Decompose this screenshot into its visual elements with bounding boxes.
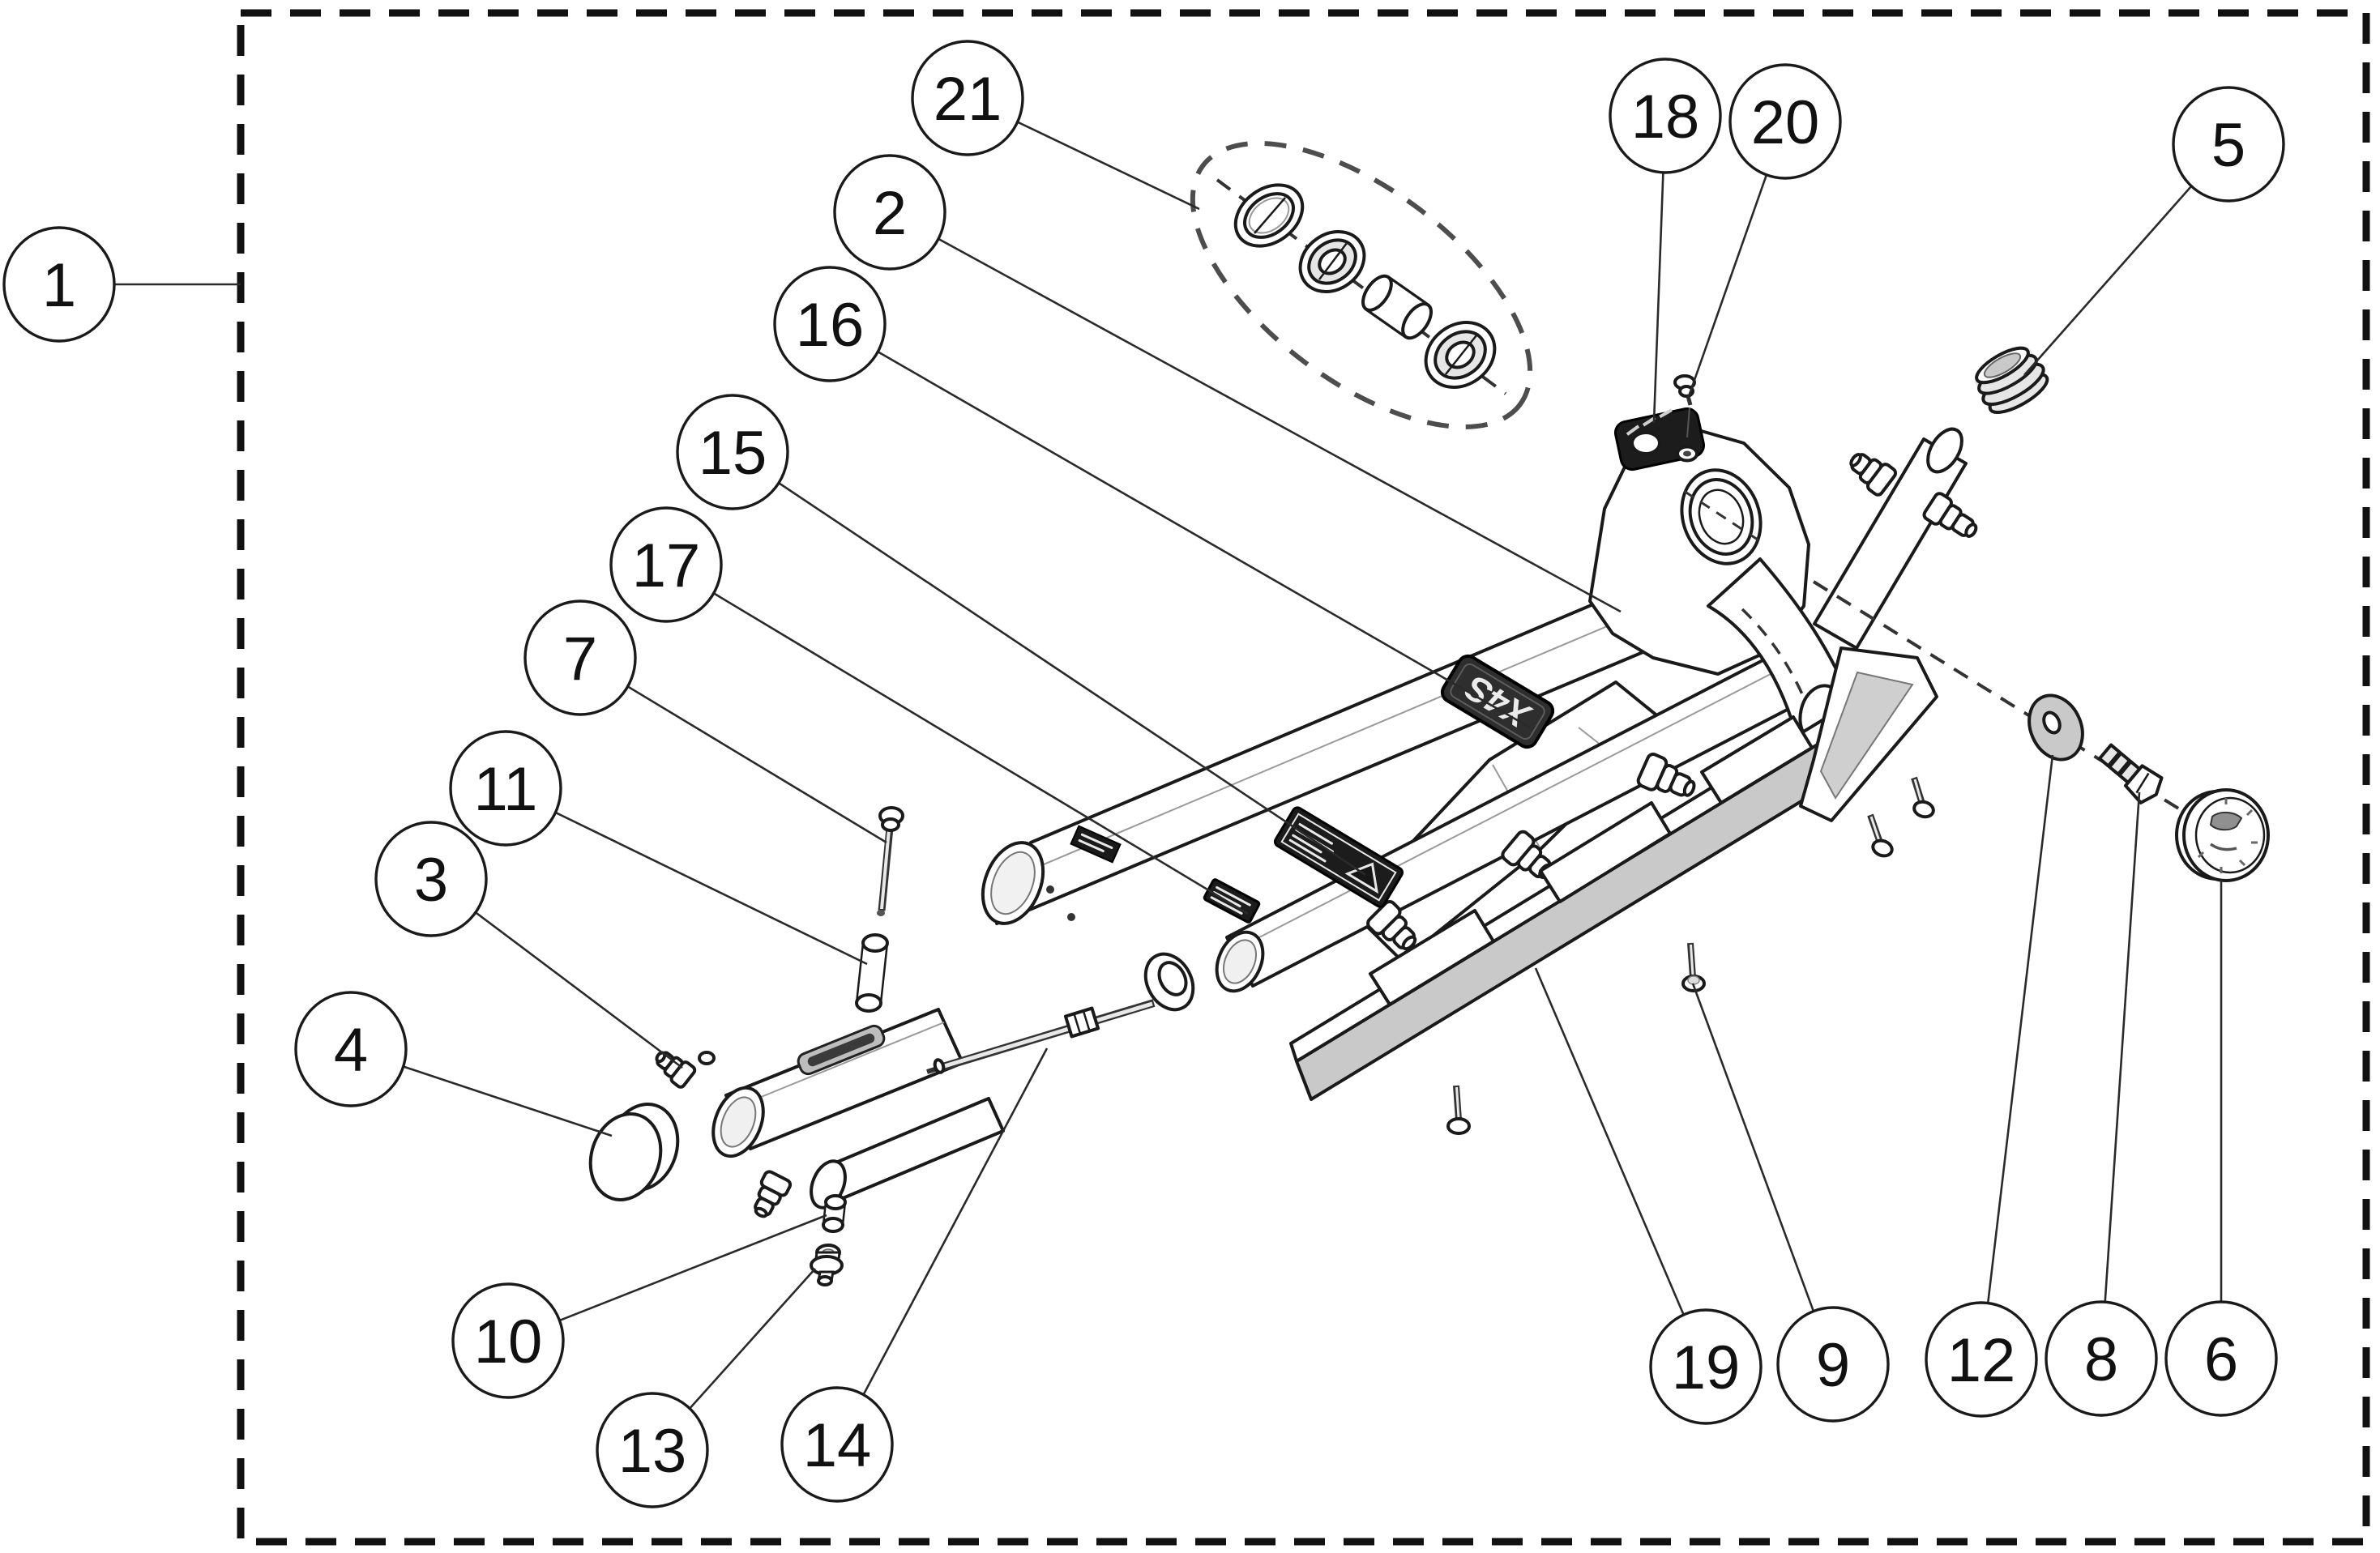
- bearing-kit-dashed-ellipse: [1190, 141, 1533, 429]
- callout-number-4: 4: [334, 1016, 368, 1085]
- callout-circle-8: [2045, 1300, 2158, 1417]
- callout-layer: 1 21 216 15 17 7 11 3 4 10 13 14 18 20 5 19 9 12 8 6: [2, 40, 2285, 1508]
- bearing-kit-group: [1190, 141, 1533, 429]
- leader-line-19: [1534, 967, 1707, 1367]
- callout-circle-21: [911, 40, 1024, 156]
- mounting-screw: [1446, 1085, 1471, 1135]
- frame-nipple-fitting: [1366, 900, 1417, 951]
- callout-circle-13: [596, 1392, 709, 1508]
- leader-line-9: [1691, 983, 1835, 1365]
- leader-line-8: [2100, 791, 2141, 1359]
- linkage-tube-assembly: [655, 1008, 1005, 1218]
- callout-number-15: 15: [699, 419, 767, 488]
- serial-label: [1070, 825, 1122, 864]
- callout-circle-3: [374, 821, 488, 937]
- callout-circle-10: [451, 1282, 565, 1399]
- small-decal: [1203, 878, 1261, 924]
- callout-number-20: 20: [1751, 88, 1820, 157]
- head-tube-bore: [1680, 468, 1763, 565]
- callout-number-12: 12: [1947, 1326, 2016, 1395]
- rear-crossbar: [1813, 427, 1978, 650]
- chain-guide-bracket: [1799, 646, 1938, 822]
- leader-line-2: [889, 211, 1622, 613]
- leader-line-15: [732, 450, 1366, 877]
- callout-number-5: 5: [2211, 111, 2245, 180]
- skid-rail: [1289, 689, 1892, 1101]
- callout-circle-1: [2, 226, 116, 343]
- callout-circle-2: [833, 154, 946, 271]
- instrument-pod: [1614, 407, 1705, 471]
- callout-circle-18: [1609, 58, 1722, 174]
- callout-number-14: 14: [803, 1411, 872, 1480]
- leader-line-10: [507, 1214, 827, 1342]
- linkage-port-lower: [754, 1170, 793, 1218]
- leader-line-16: [829, 322, 1531, 729]
- callout-circle-7: [523, 599, 637, 716]
- mounting-screw: [1867, 813, 1894, 858]
- mounting-screw: [1911, 776, 1935, 819]
- bearing-upper: [1298, 230, 1366, 293]
- leader-line-14: [835, 1047, 1049, 1445]
- flanged-nut: [810, 1244, 844, 1286]
- callout-circle-15: [676, 394, 789, 510]
- crossbar-nipple-down: [1922, 492, 1978, 538]
- callout-circle-4: [294, 991, 408, 1107]
- callout-circle-5: [2172, 86, 2285, 203]
- crossbar-nipple-up: [1849, 453, 1898, 497]
- callout-circle-19: [1649, 1308, 1763, 1425]
- callout-circle-14: [780, 1386, 894, 1503]
- leader-line-12: [1980, 754, 2054, 1360]
- callout-circle-17: [609, 506, 723, 623]
- callout-number-11: 11: [474, 755, 538, 824]
- frame-nipple-fitting: [1636, 753, 1696, 797]
- front-linkage-group: [588, 806, 1195, 1286]
- pivot-bolt: [2097, 743, 2164, 804]
- callout-number-16: 16: [796, 291, 865, 360]
- callout-circle-6: [2164, 1300, 2278, 1417]
- bearing-spacer: [1361, 274, 1433, 340]
- callout-circle-12: [1925, 1301, 2038, 1418]
- spacer-sleeve: [855, 933, 889, 1013]
- leader-line-11: [505, 787, 868, 966]
- pivot-washer: [2027, 693, 2084, 762]
- callout-number-13: 13: [618, 1417, 687, 1486]
- bearing-seal: [1233, 183, 1305, 248]
- callout-number-6: 6: [2204, 1325, 2238, 1394]
- callout-number-21: 21: [934, 65, 1002, 134]
- callout-number-10: 10: [474, 1308, 543, 1376]
- mounting-screw-9: [1681, 942, 1706, 992]
- callout-number-1: 1: [42, 251, 76, 320]
- callout-number-8: 8: [2084, 1325, 2118, 1394]
- callout-number-9: 9: [1816, 1331, 1850, 1400]
- long-pivot-bolt: [877, 806, 904, 916]
- callout-number-7: 7: [563, 625, 597, 693]
- callout-circle-9: [1776, 1306, 1890, 1423]
- leader-line-7: [579, 656, 887, 844]
- callout-number-3: 3: [414, 846, 448, 915]
- bearing-lower: [1424, 321, 1497, 389]
- callout-number-18: 18: [1631, 83, 1700, 151]
- figure-border: [237, 9, 2370, 1546]
- leader-line-17: [665, 563, 1249, 915]
- callout-number-17: 17: [632, 531, 701, 600]
- callout-number-2: 2: [873, 179, 907, 248]
- callout-circle-16: [773, 266, 887, 382]
- tie-rod: [926, 952, 1195, 1074]
- linkage-port-upper: [655, 1051, 697, 1089]
- threaded-bushing: [1974, 346, 2049, 414]
- logo-cap: [2175, 788, 2270, 882]
- barrel-nut: [822, 1194, 847, 1233]
- callout-circle-20: [1728, 63, 1842, 180]
- callout-number-19: 19: [1672, 1333, 1741, 1402]
- callout-circle-11: [449, 730, 562, 847]
